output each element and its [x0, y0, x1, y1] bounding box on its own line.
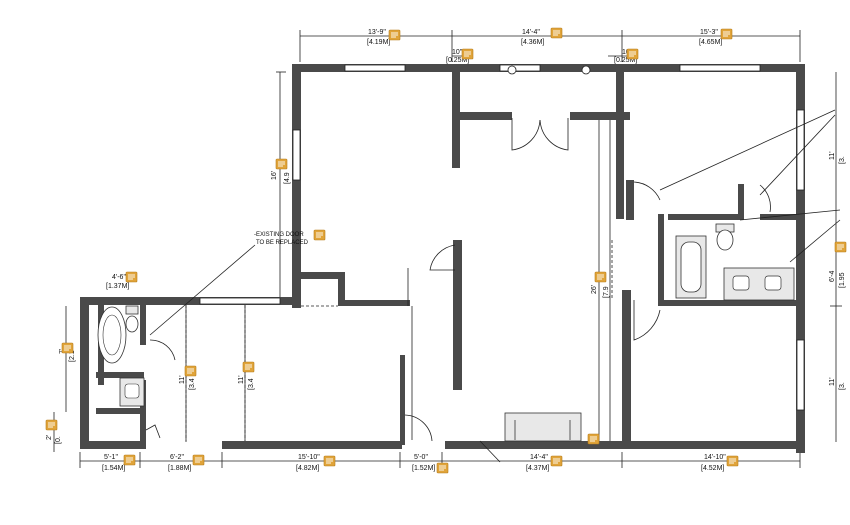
comment-note-icon[interactable] [123, 454, 136, 466]
vdim-2-m: [7.9 [603, 286, 610, 298]
vdim-7-ft: 11' [829, 151, 836, 160]
dim-top-1-m: [4.19M] [367, 39, 390, 46]
dim-bottom-4-m: [1.52M] [412, 465, 435, 472]
comment-note-icon[interactable] [626, 48, 639, 60]
walls [80, 64, 805, 453]
dim-top-3-m: [4.65M] [699, 39, 722, 46]
vdim-9-m: [3. [839, 382, 846, 390]
dim-top-3-ft: 15'-3" [700, 29, 718, 36]
dim-bottom-1-ft: 5'-1" [104, 454, 118, 461]
comment-note-icon[interactable] [587, 433, 600, 445]
doors [145, 118, 771, 442]
comment-note-icon[interactable] [323, 455, 336, 467]
comment-note-icon[interactable] [550, 27, 563, 39]
leader-lines [149, 109, 841, 336]
comment-note-icon[interactable] [436, 462, 449, 474]
vdim-1-m: [4.9 [284, 172, 291, 184]
vdim-4-m: [3.4 [248, 378, 255, 390]
vdim-6-ft: 2' [46, 435, 53, 440]
comment-note-icon[interactable] [834, 241, 847, 253]
dim-bottom-3-m: [4.82M] [296, 465, 319, 472]
dim-bottom-2-ft: 6'-2" [170, 454, 184, 461]
vdim-7-m: [3. [839, 156, 846, 164]
dim-top-2-m: [4.36M] [521, 39, 544, 46]
vertical-dimension-lines [53, 71, 842, 452]
dim-top-4-m: [0.25M] [446, 57, 469, 64]
dim-top-1-ft: 13'-9" [368, 29, 386, 36]
vdim-8-m: [1.95 [839, 272, 846, 288]
comment-note-icon[interactable] [45, 419, 58, 431]
comment-markers[interactable] [45, 27, 847, 474]
dim-top-2-ft: 14'-4" [522, 29, 540, 36]
comment-note-icon[interactable] [720, 28, 733, 40]
vdim-8-ft: 6'-4 [829, 270, 836, 282]
vdim-1-ft: 16' [271, 171, 278, 180]
vdim-2-ft: 26' [591, 285, 598, 294]
dim-top-4-ft: 10" [452, 49, 463, 56]
vdim-4-ft: 11' [238, 375, 245, 384]
dim-bottom-6-ft: 14'-10" [704, 454, 726, 461]
comment-note-icon[interactable] [594, 271, 607, 283]
dim-bottom-1-m: [1.54M] [102, 465, 125, 472]
note-line-1: -EXISTING DOOR [254, 232, 304, 238]
windows [199, 64, 805, 411]
vdim-5-m: [2.1 [69, 350, 76, 362]
dim-bottom-5-m: [4.37M] [526, 465, 549, 472]
comment-note-icon[interactable] [192, 454, 205, 466]
top-dimension-lines [299, 30, 801, 62]
comment-note-icon[interactable] [726, 455, 739, 467]
fixtures [97, 223, 795, 442]
comment-note-icon[interactable] [461, 48, 474, 60]
interior-lines [185, 120, 613, 463]
comment-note-icon[interactable] [275, 158, 288, 170]
comment-note-icon[interactable] [125, 271, 138, 283]
existing-door-note: -EXISTING DOOR TO BE REPLACED [254, 232, 309, 246]
dim-top-5-m: [0.25M] [614, 57, 637, 64]
comment-note-icon[interactable] [61, 342, 74, 354]
dim-small-1-m: [1.37M] [106, 283, 129, 290]
dim-bottom-2-m: [1.88M] [168, 465, 191, 472]
comment-note-icon[interactable] [242, 361, 255, 373]
dim-bottom-4-ft: 5'-0" [414, 454, 428, 461]
comment-note-icon[interactable] [184, 365, 197, 377]
dim-bottom-5-ft: 14'-4" [530, 454, 548, 461]
bottom-dimension-labels: 5'-1" [1.54M] 6'-2" [1.88M] 15'-10" [4.8… [102, 274, 726, 472]
comment-note-icon[interactable] [550, 455, 563, 467]
dim-bottom-3-ft: 15'-10" [298, 454, 320, 461]
comment-note-icon[interactable] [313, 229, 326, 241]
vdim-3-m: [3.4 [189, 378, 196, 390]
vdim-6-m: [0. [55, 436, 62, 444]
top-dimension-labels: 13'-9" [4.19M] 14'-4" [4.36M] 15'-3" [4.… [367, 29, 722, 64]
comment-note-icon[interactable] [388, 29, 401, 41]
note-line-2: TO BE REPLACED [256, 240, 309, 246]
dim-bottom-6-m: [4.52M] [701, 465, 724, 472]
vdim-9-ft: 11' [829, 377, 836, 386]
dim-small-1-ft: 4'-6" [112, 274, 126, 281]
vdim-3-ft: 11' [179, 375, 186, 384]
